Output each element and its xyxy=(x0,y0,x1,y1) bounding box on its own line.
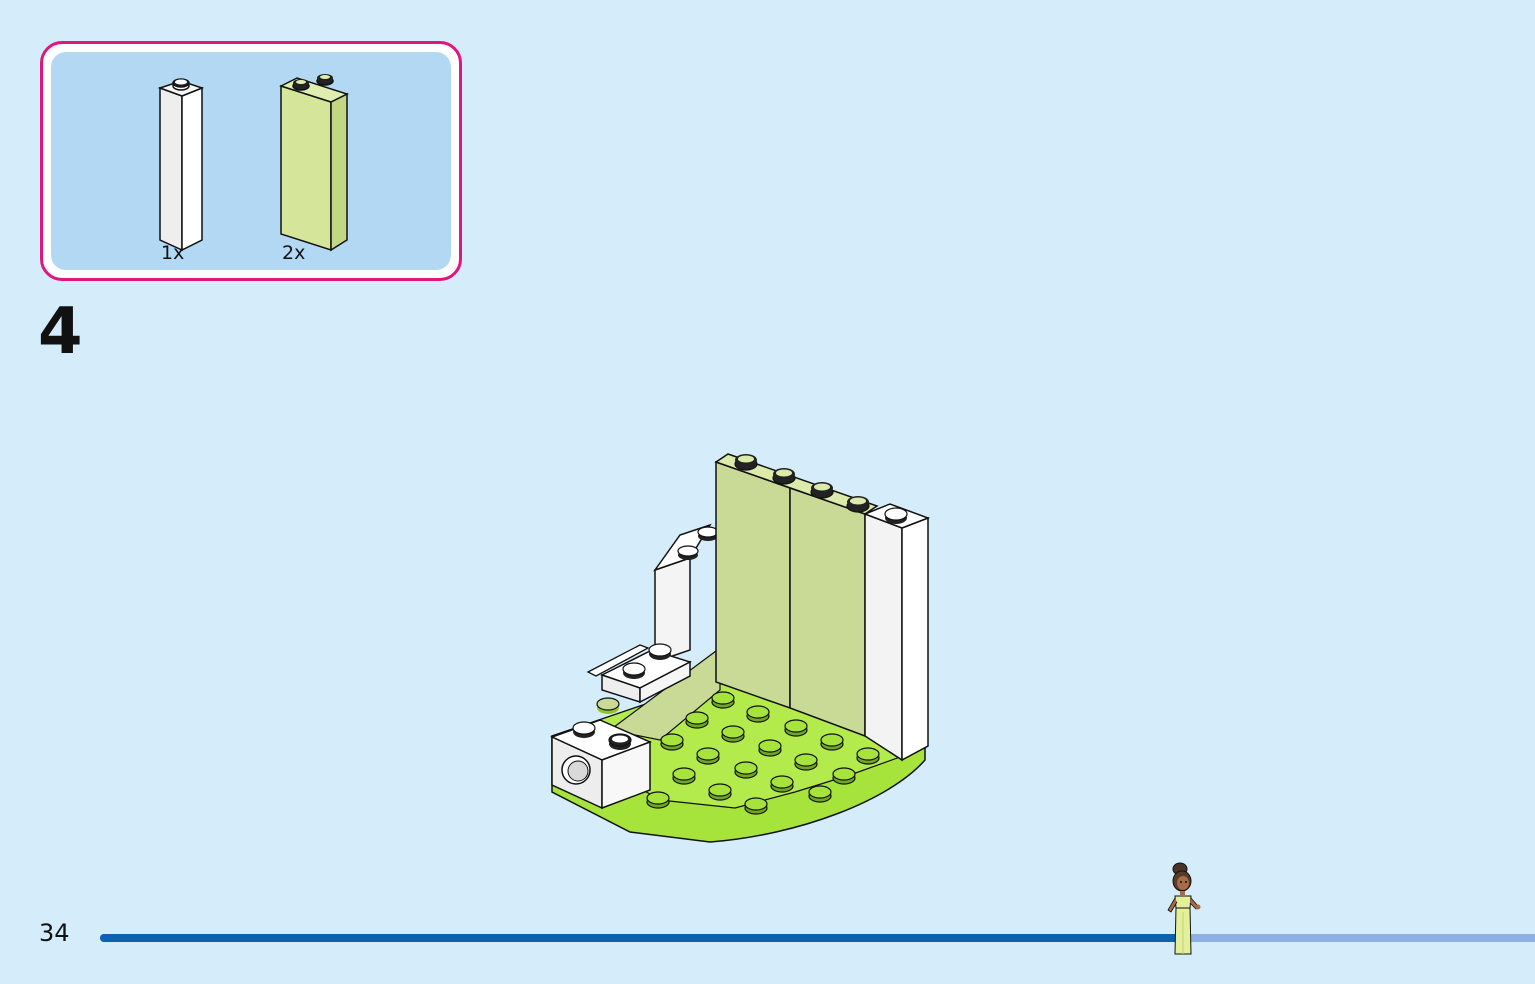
white-brick-part xyxy=(157,78,205,252)
progress-bar xyxy=(100,934,1535,942)
step-number: 4 xyxy=(38,295,83,369)
parts-list-callout: 1x 2x xyxy=(40,41,462,281)
parts-list-panel: 1x 2x xyxy=(51,52,451,270)
build-model-illustration xyxy=(550,453,931,843)
part-quantity-lime: 2x xyxy=(282,242,306,264)
minifigure-progress-marker xyxy=(1167,862,1201,955)
progress-bar-fill xyxy=(100,934,1184,942)
page-number: 34 xyxy=(39,919,70,947)
part-quantity-white: 1x xyxy=(161,242,185,264)
lime-brick-part xyxy=(279,74,349,252)
base-studs xyxy=(646,691,880,815)
